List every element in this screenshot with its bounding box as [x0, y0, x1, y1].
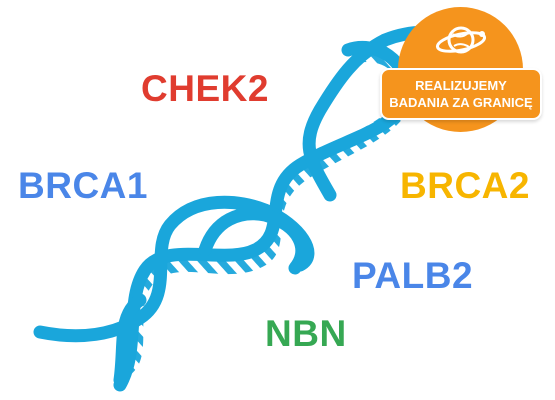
gene-label-palb2: PALB2 — [352, 255, 474, 296]
dna-strand-a-tail — [113, 293, 147, 387]
abroad-testing-label: REALIZUJEMY BADANIA ZA GRANICĘ — [380, 68, 542, 120]
globe-orbit-icon — [435, 26, 487, 54]
dna-strand-b-mid — [198, 207, 309, 275]
gene-label-brca1: BRCA1 — [18, 165, 148, 206]
gene-label-chek2: CHEK2 — [141, 68, 269, 109]
badge-line-1: REALIZUJEMY — [415, 78, 507, 93]
badge-line-2: BADANIA ZA GRANICĘ — [389, 95, 533, 110]
gene-label-brca2: BRCA2 — [400, 165, 530, 206]
gene-label-nbn: NBN — [265, 313, 347, 354]
